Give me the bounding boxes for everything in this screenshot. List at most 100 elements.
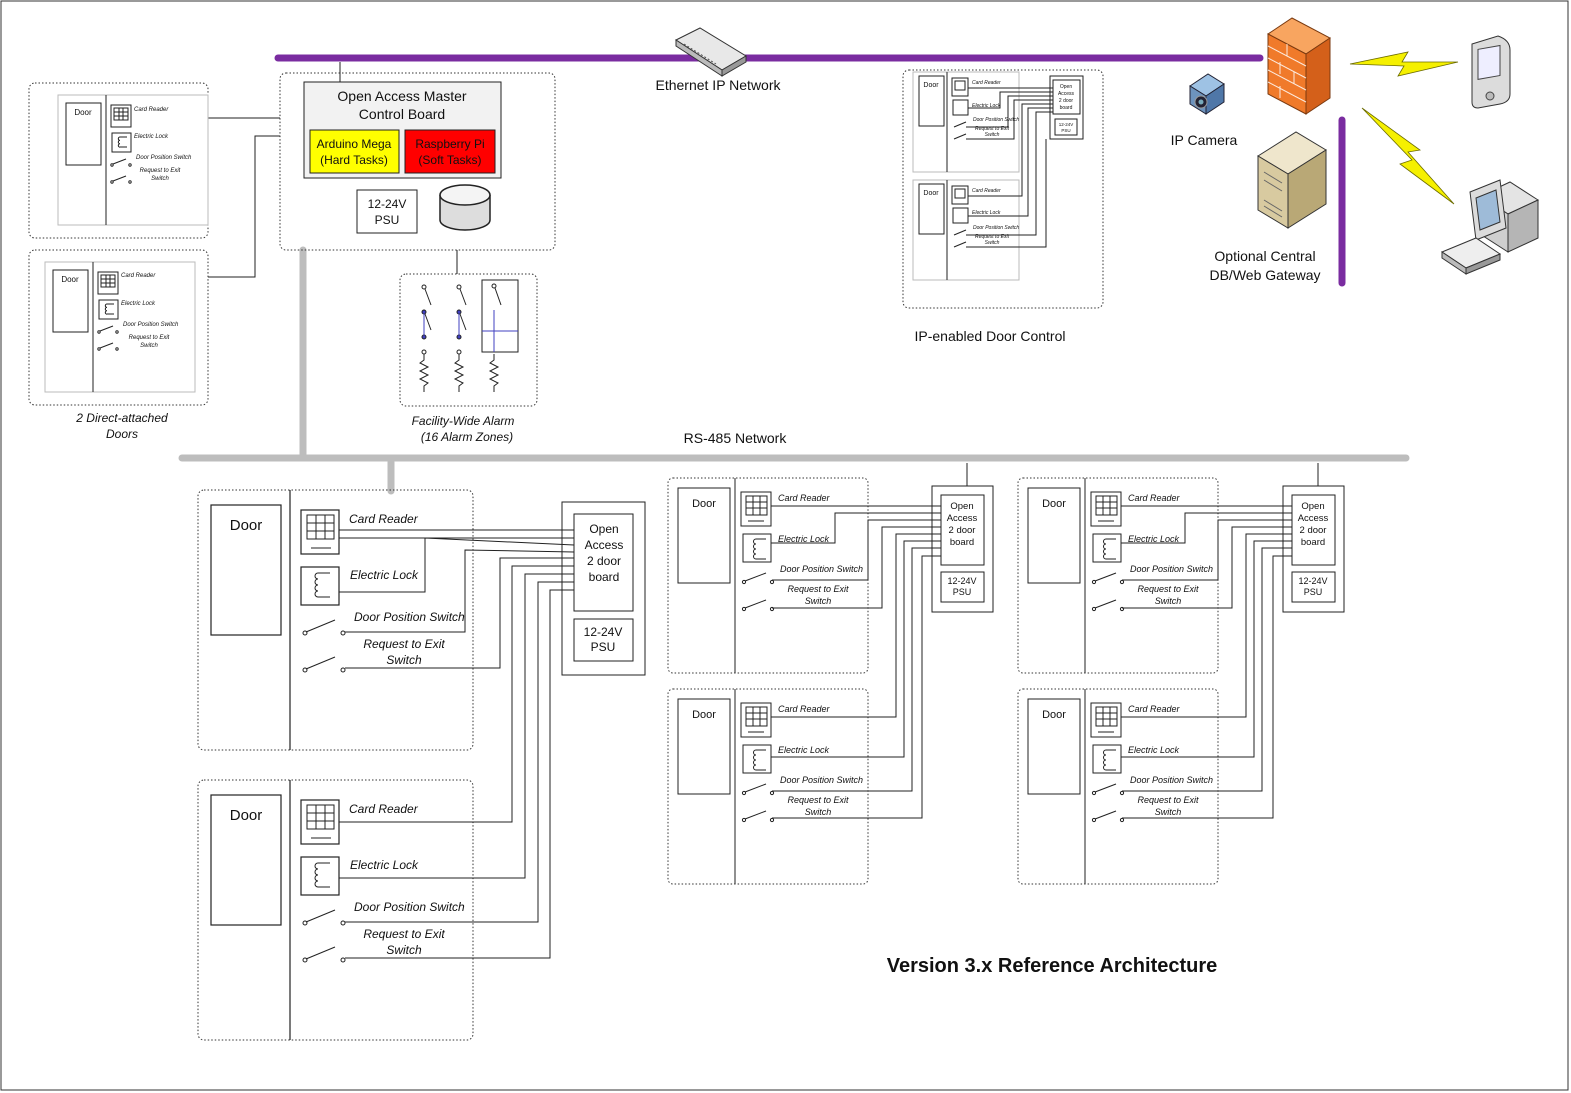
mid-door-wiring: [771, 505, 941, 819]
ip-board-line2: Access: [1058, 91, 1075, 97]
ip-board-line3: 2 door: [1059, 98, 1074, 104]
mid-board-line3: 2 door: [949, 525, 976, 536]
door-board-large: Open Access 2 door board 12-24V PSU: [561, 501, 646, 676]
large-board-line2: Access: [585, 538, 624, 552]
mid-door-1-rex-2: Switch: [805, 596, 832, 606]
large-door-1-card-reader: Card Reader: [349, 512, 419, 526]
ethernet-network-label: Ethernet IP Network: [655, 77, 781, 93]
ip-door-1: Door Card Reader Electric Lock Door Posi…: [912, 71, 1020, 173]
master-psu-line1: 12-24V: [368, 197, 407, 211]
ip-board-line4: board: [1060, 105, 1073, 111]
right-board-line1: Open: [1301, 501, 1324, 512]
ip-board-psu-line2: PSU: [1061, 128, 1070, 133]
direct-doors-label-line1: 2 Direct-attached: [75, 411, 168, 425]
right-door-1-rex-1: Request to Exit: [1137, 584, 1199, 594]
direct-door-2: Door Card Reader Electric Lock Door Posi…: [44, 261, 196, 393]
alarm-switch-icon: [453, 284, 467, 392]
right-door-1-rex-2: Switch: [1155, 596, 1182, 606]
large-door-2-electric-lock: Electric Lock: [350, 858, 419, 872]
door-unit-large-2: Door Card Reader Electric Lock Door Posi…: [197, 779, 474, 1041]
alarm-relay-icon: [481, 279, 519, 392]
large-door-1-rex-1: Request to Exit: [363, 637, 445, 651]
door-unit-large-1: Door Card Reader Electric Lock Door Posi…: [197, 489, 474, 751]
large-board-line4: board: [589, 570, 620, 584]
mid-door-1-dps: Door Position Switch: [780, 564, 863, 574]
alarm-switch-icon: [418, 284, 432, 392]
right-board-line4: board: [1301, 537, 1325, 548]
mid-board-line2: Access: [947, 513, 978, 524]
ip-camera-label: IP Camera: [1171, 132, 1238, 148]
direct-door-2-rex-1: Request to Exit: [129, 335, 170, 341]
master-psu: [356, 189, 418, 234]
master-psu-line2: PSU: [375, 213, 400, 227]
large-door-2-label: Door: [230, 807, 263, 824]
direct-door-2-label: Door: [61, 275, 79, 284]
gateway-label-line1: Optional Central: [1214, 248, 1315, 264]
large-door-1-electric-lock: Electric Lock: [350, 568, 419, 582]
resistor-icon: [418, 354, 430, 392]
arduino-line1: Arduino Mega: [317, 137, 392, 151]
door-unit-right-2: Door Card Reader Electric Lock Door Posi…: [1017, 688, 1219, 885]
ip-door-1-card-reader: Card Reader: [972, 80, 1001, 86]
ip-door-1-rex-1: Request to Exit: [975, 126, 1010, 132]
large-board-psu-line2: PSU: [591, 640, 616, 654]
alarm-enclosure: [399, 273, 538, 407]
master-title-line2: Control Board: [359, 106, 445, 122]
ip-board-psu-line1: 12-24V: [1059, 122, 1074, 127]
pda-icon: [1471, 35, 1511, 109]
ip-door-2: Door Card Reader Electric Lock Door Posi…: [912, 179, 1020, 281]
direct-door-1: Door Card Reader Electric Lock Door Posi…: [57, 94, 209, 226]
arduino-line2: (Hard Tasks): [320, 153, 388, 167]
mid-board-psu-line1: 12-24V: [947, 576, 976, 586]
direct-door-1-rex-1: Request to Exit: [140, 168, 181, 174]
mid-door-2-label: Door: [692, 709, 716, 721]
door-unit-mid-2: Door Card Reader Electric Lock Door Posi…: [667, 688, 869, 885]
firewall-icon: [1267, 17, 1331, 115]
direct-door-1-label: Door: [74, 108, 92, 117]
door-board-mid: Open Access 2 door board 12-24V PSU: [931, 485, 994, 613]
ip-door-1-dps: Door Position Switch: [973, 117, 1019, 123]
large-door-1-label: Door: [230, 517, 263, 534]
right-board-line3: 2 door: [1300, 525, 1327, 536]
rpi-line1: Raspberry Pi: [415, 137, 484, 151]
right-board-psu-line2: PSU: [1304, 587, 1323, 597]
mid-door-1-electric-lock: Electric Lock: [778, 534, 830, 544]
master-title-line1: Open Access Master: [337, 88, 467, 104]
right-door-2-rex-2: Switch: [1155, 807, 1182, 817]
direct-door-1-electric-lock: Electric Lock: [134, 134, 169, 140]
raspberry-pi-box: [404, 129, 496, 174]
ip-door-2-label: Door: [923, 190, 939, 197]
lightning-icon: [1361, 107, 1455, 205]
server-icon: [1257, 131, 1327, 229]
right-door-1-dps: Door Position Switch: [1130, 564, 1213, 574]
mid-door-2-card-reader: Card Reader: [778, 704, 831, 714]
right-door-2-label: Door: [1042, 709, 1066, 721]
mid-door-1-label: Door: [692, 498, 716, 510]
network-switch-icon: [674, 27, 747, 77]
large-door-2-rex-2: Switch: [386, 943, 422, 957]
alarm-label-line2: (16 Alarm Zones): [421, 430, 513, 444]
right-door-2-dps: Door Position Switch: [1130, 775, 1213, 785]
gateway-label-line2: DB/Web Gateway: [1209, 267, 1320, 283]
mid-door-2-electric-lock: Electric Lock: [778, 745, 830, 755]
lightning-icon: [1349, 51, 1459, 77]
mid-door-2-rex-2: Switch: [805, 807, 832, 817]
large-board-line3: 2 door: [587, 554, 621, 568]
direct-doors-label-line2: Doors: [106, 427, 138, 441]
ip-door-enclosure: [902, 69, 1104, 309]
rs485-network-label: RS-485 Network: [684, 430, 788, 446]
page-title: Version 3.x Reference Architecture: [887, 955, 1218, 977]
direct-door-1-rex-2: Switch: [151, 176, 169, 182]
door-board-right: Open Access 2 door board 12-24V PSU: [1282, 485, 1345, 613]
right-door-2-rex-1: Request to Exit: [1137, 795, 1199, 805]
direct-door-1-card-reader: Card Reader: [134, 107, 169, 113]
mid-board-line1: Open: [950, 501, 973, 512]
ip-door-2-dps: Door Position Switch: [973, 225, 1019, 231]
ip-door-2-electric-lock: Electric Lock: [972, 210, 1001, 216]
direct-door-1-dps: Door Position Switch: [136, 155, 192, 161]
master-control-board: Open Access Master Control Board Arduino…: [303, 81, 502, 179]
right-door-1-label: Door: [1042, 498, 1066, 510]
mid-board-line4: board: [950, 537, 974, 548]
right-door-1-card-reader: Card Reader: [1128, 493, 1181, 503]
ip-door-1-rex-2: Switch: [985, 132, 1000, 138]
